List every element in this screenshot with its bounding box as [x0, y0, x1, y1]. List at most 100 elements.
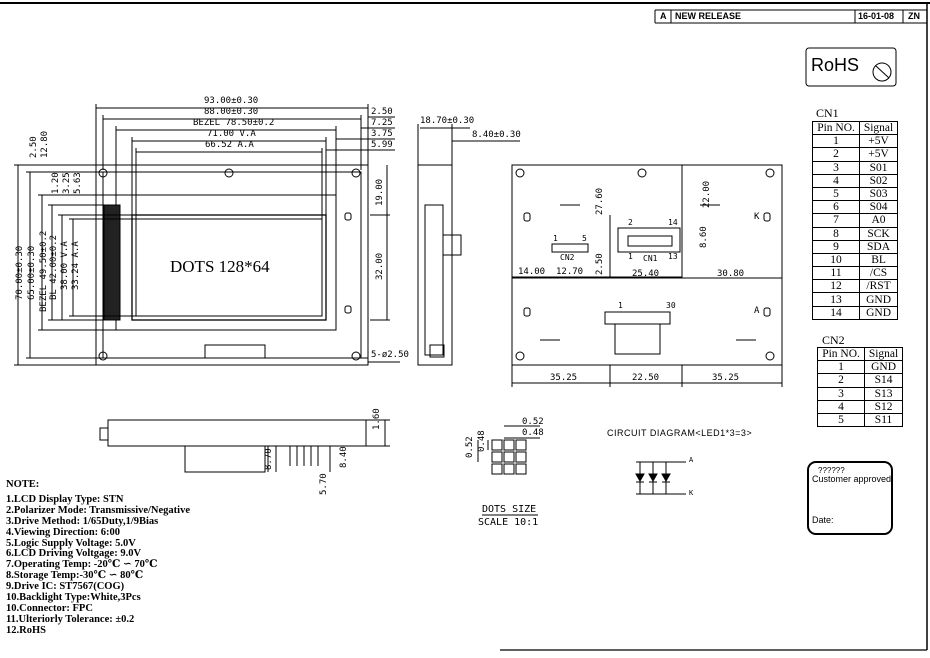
cn1-signal: A0 [859, 213, 898, 228]
cn1-signal: +5V [859, 134, 898, 149]
dots-dim-3: 0.52 [465, 436, 475, 458]
cn1-signal: /CS [859, 266, 898, 281]
k-terminal-label: K [754, 212, 760, 222]
dim-side-thickness: 18.70±0.30 [420, 116, 475, 126]
dim-rear-12: 12.70 [556, 267, 584, 277]
dim-width-aa: 66.52 A.A [205, 140, 254, 150]
fpc-pin-30: 30 [666, 301, 676, 310]
cn1-pin: 9 [811, 239, 861, 254]
dim-right-2: 7.25 [371, 118, 393, 128]
cn2-pin: 1 [816, 360, 866, 375]
dim-bottom-4: 5.70 [319, 473, 329, 495]
bottom-view [99, 419, 390, 473]
cn1-pin: 13 [811, 292, 861, 307]
dots-size-title: DOTS SIZE [482, 504, 537, 515]
cn1-signal: S03 [859, 186, 898, 202]
dim-right-4: 5.99 [371, 140, 393, 150]
cn1-pin: 8 [811, 226, 861, 241]
dim-rear-bottom-1: 35.25 [550, 373, 578, 383]
approval-label: Customer approved [812, 474, 892, 484]
cn2-header-signal: Signal [864, 346, 903, 362]
dots-size [477, 425, 540, 516]
dim-rear-2: 2.50 [595, 253, 605, 275]
list-item: 8.Storage Temp:-30℃ ∽ 80℃ [6, 570, 144, 582]
dim-inner-1: 1.20 [51, 172, 61, 194]
cn1-pin: 1 [811, 134, 861, 149]
cn1-signal: S04 [859, 200, 898, 215]
list-item: 11.Ulteriorly Tolerance: ±0.2 [6, 613, 135, 625]
dim-vertical-19: 19.00 [375, 178, 385, 206]
cn2-signal: GND [864, 360, 903, 375]
cn1-header-signal: Signal [859, 120, 898, 136]
table-row: 2+5V [811, 147, 898, 162]
dim-rear-8: 8.60 [699, 226, 709, 248]
circuit-anode: A [689, 456, 694, 464]
a-terminal-label: A [754, 306, 760, 316]
list-item: 9.Drive IC: ST7567(COG) [6, 581, 125, 593]
circuit-title: CIRCUIT DIAGRAM<LED1*3=3> [607, 428, 753, 438]
cn2-pin-1: 1 [553, 234, 558, 243]
notes-title: NOTE: [6, 479, 40, 490]
dim-height-total: 70.00±0.30 [15, 245, 25, 300]
cn1-title: CN1 [816, 106, 839, 120]
dim-rear-27: 27.60 [595, 187, 605, 215]
side-view [417, 124, 520, 366]
dim-width-pcb: 88.00±0.30 [204, 107, 259, 117]
dots-dim-2: 0.48 [522, 428, 544, 438]
cn1-pin: 7 [811, 213, 861, 228]
cn1-signal: GND [859, 292, 898, 307]
cn2-label: CN2 [560, 253, 575, 262]
dim-height-bl: BL 42.00±0.2 [49, 234, 59, 300]
cn1-signal: +5V [859, 147, 898, 162]
list-item: 7.Operating Temp: -20℃ ∽ 70℃ [6, 559, 158, 571]
cn1-pin: 3 [811, 160, 861, 175]
cn1-pin: 5 [811, 186, 861, 202]
cn2-header-pin: Pin NO. [816, 346, 866, 362]
dim-width-total: 93.00±0.30 [204, 96, 259, 106]
list-item: 4.Viewing Direction: 6:00 [6, 526, 121, 538]
revision-block [654, 9, 927, 24]
dim-inner-3: 5.63 [73, 172, 83, 194]
cn1-pin-13: 13 [668, 252, 678, 261]
rohs-text: RoHS [811, 55, 860, 75]
cn2-signal: S11 [864, 412, 903, 428]
cn1-pin: 11 [811, 266, 861, 281]
cn1-pin: 4 [811, 173, 861, 188]
dim-upper-left-2: 12.80 [40, 130, 50, 158]
revision-by: ZN [908, 11, 920, 21]
hole-note: 5-ø2.50 [371, 350, 409, 360]
list-item: 1.LCD Display Type: STN [6, 493, 124, 505]
list-item: 10.Backlight Type:White,3Pcs [6, 592, 141, 604]
approval-question: ?????? [818, 466, 845, 475]
cn1-pin: 2 [811, 147, 861, 162]
cn1-pin: 6 [811, 200, 861, 215]
list-item: 10.Connector: FPC [6, 602, 93, 614]
list-item: 6.LCD Driving Voltgage: 9.0V [6, 548, 142, 560]
cn1-pin-1: 1 [628, 252, 633, 261]
dim-rear-bottom-2: 22.50 [632, 373, 660, 383]
dim-rear-25: 25.40 [632, 269, 660, 279]
table-row: 12/RST [811, 279, 898, 294]
revision-date: 16-01-08 [858, 11, 895, 21]
fpc-pin-1: 1 [618, 301, 623, 310]
list-item: 12.RoHS [6, 624, 46, 636]
dim-bottom-3: 8.40 [339, 446, 349, 468]
front-view [14, 104, 400, 366]
cn2-pin: 2 [816, 373, 866, 388]
revision-description: NEW RELEASE [675, 11, 742, 21]
list-item: 2.Polarizer Mode: Transmissive/Negative [6, 504, 191, 516]
cn1-signal: BL [859, 252, 898, 268]
table-row: 11/CS [811, 266, 898, 281]
